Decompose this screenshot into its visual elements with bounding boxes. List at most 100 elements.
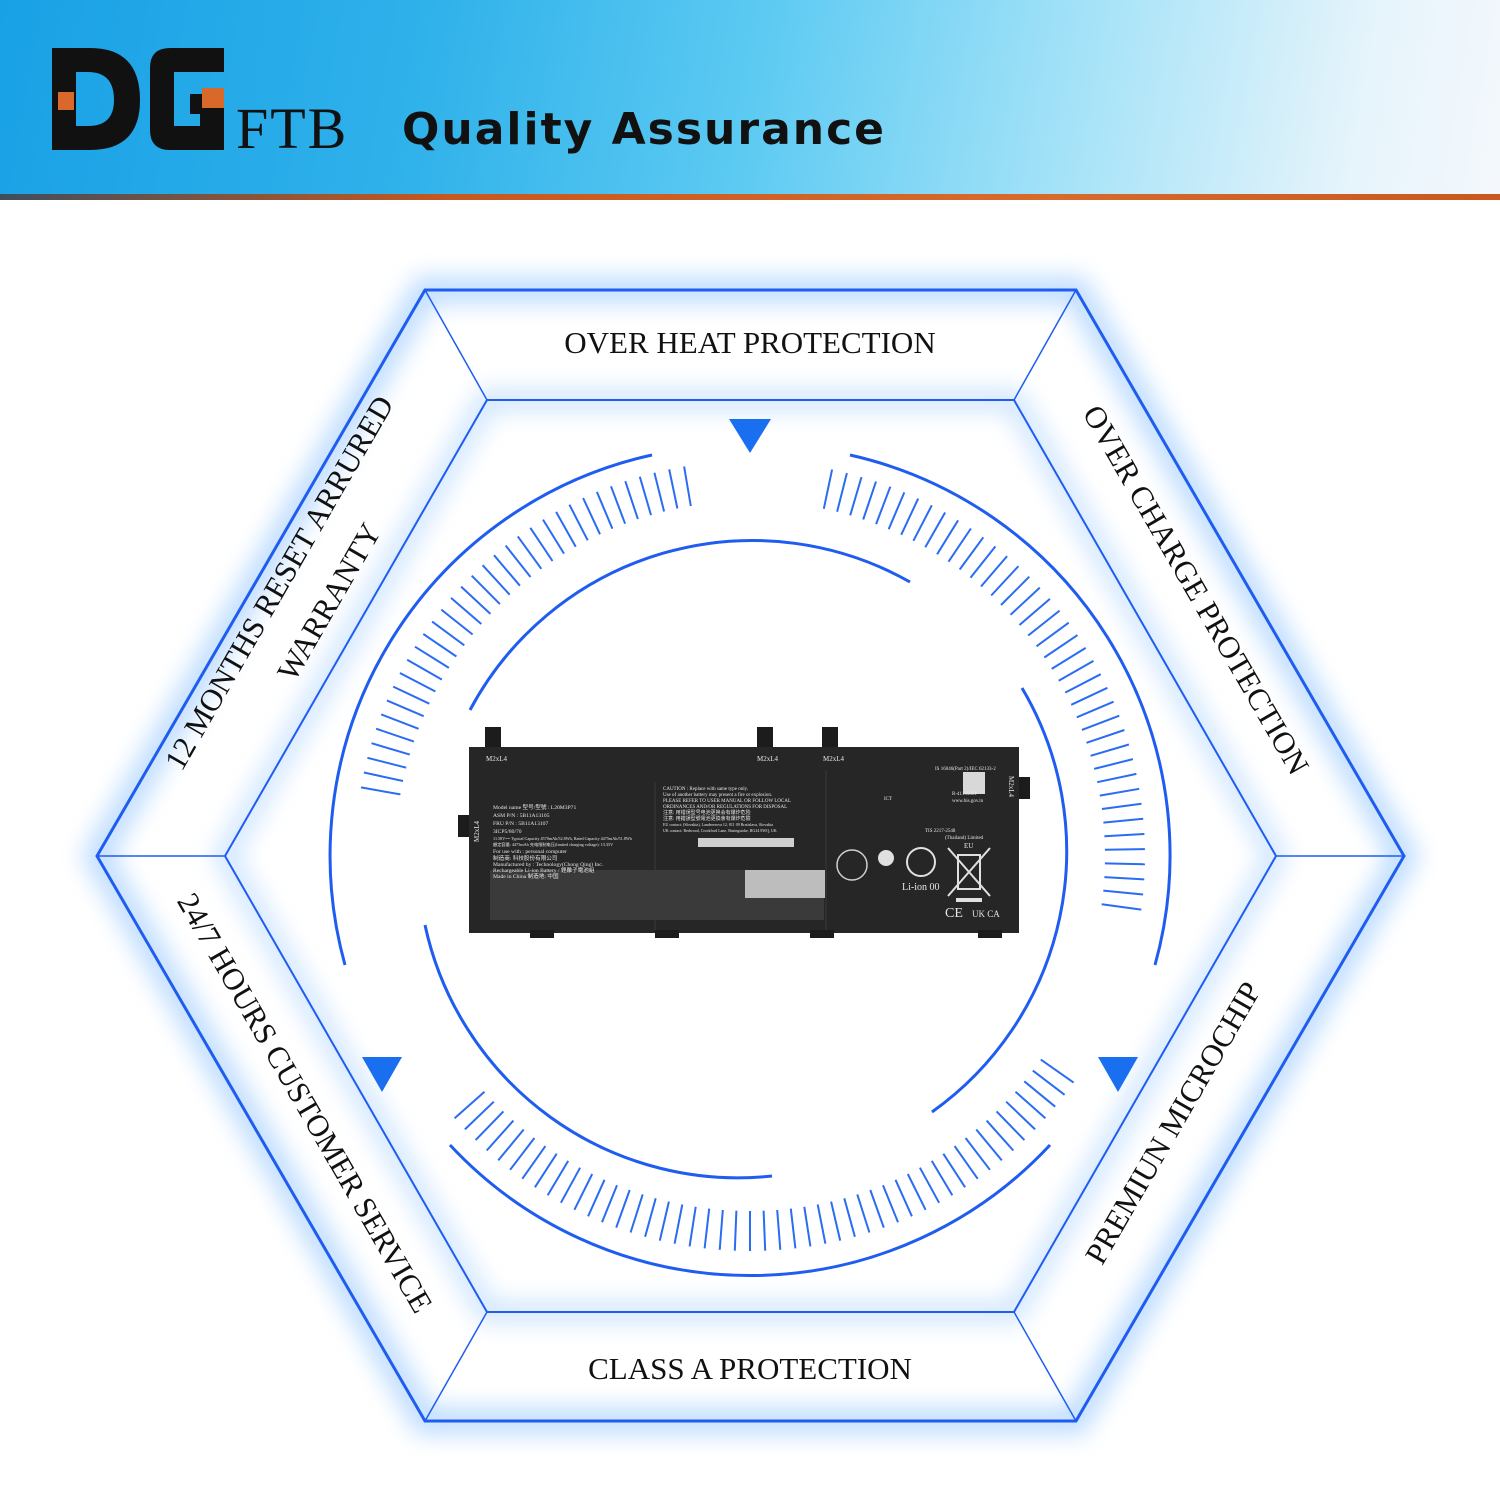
ring-tick xyxy=(995,1110,1026,1141)
ring-tick xyxy=(431,620,465,647)
ring-tick xyxy=(856,1194,871,1233)
ring-tick xyxy=(1076,700,1114,719)
outer-arc xyxy=(328,453,653,966)
ring-tick xyxy=(919,1167,940,1204)
ring-tick xyxy=(460,585,492,615)
hexagon-spoke xyxy=(1013,289,1077,401)
tagline: Quality Assurance xyxy=(402,104,887,155)
ring-tick xyxy=(414,645,450,669)
caution-line: 注意: 用錯誤型號電池更換會有爆炸危險 xyxy=(663,815,751,822)
ring-tick xyxy=(836,472,848,513)
down-triangle-icon xyxy=(362,1057,402,1092)
ring-tick xyxy=(534,1153,558,1188)
ict-label: ICT xyxy=(884,797,892,802)
ring-tick xyxy=(453,1090,486,1120)
ring-tick xyxy=(1035,621,1070,648)
ring-tick xyxy=(1000,575,1031,606)
ring-tick xyxy=(1032,1069,1066,1096)
ring-tick xyxy=(1093,758,1134,770)
ring-tick xyxy=(703,1208,711,1249)
ring-arcs xyxy=(328,453,1172,1278)
ring-tick xyxy=(947,527,972,563)
registration: R-41135881 xyxy=(952,792,977,797)
ring-tick xyxy=(733,1210,738,1251)
ring-tick xyxy=(942,1153,966,1188)
battery-tab xyxy=(1016,777,1030,799)
ring-tick xyxy=(924,512,946,548)
ring-tick xyxy=(900,498,920,536)
ring-tick xyxy=(1104,833,1145,838)
battery-tab xyxy=(822,727,838,749)
ring-tick xyxy=(1090,743,1130,757)
ring-tick xyxy=(1009,586,1041,616)
ring-tick xyxy=(504,544,532,578)
ring-tick xyxy=(560,1167,581,1204)
ring-tick xyxy=(615,1189,631,1228)
caution-line: 注意: 用错误型号电池更换会有爆炸危险 xyxy=(663,809,751,816)
screw-label: M2xL4 xyxy=(823,755,845,763)
use-line: For use with : personal computer xyxy=(493,849,567,855)
inner-arc xyxy=(468,539,911,711)
cell-line: 3ICP5/80/70 xyxy=(493,829,522,835)
capacity-line: 11.58V== Typical Capacity 4570mAh/52.8Wh… xyxy=(493,836,633,842)
screw-label: M2xL4 xyxy=(473,821,481,843)
caution-line: UK contact: Redwood, Crockford Lane, Bas… xyxy=(663,828,777,834)
ring-tick xyxy=(803,1206,812,1247)
caution-block: CAUTION : Replace with same type only. U… xyxy=(663,787,791,834)
ring-tick xyxy=(629,1194,644,1233)
ring-tick xyxy=(1096,772,1137,784)
feature-label-top: OVER HEAT PROTECTION xyxy=(564,325,935,360)
battery-foot xyxy=(530,930,554,938)
caution-line: PLEASE REFER TO USER MANUAL OR FOLLOW LO… xyxy=(663,799,791,804)
brand-logo: FTB xyxy=(52,48,348,153)
logo-letter-d xyxy=(52,48,140,150)
ring-tick xyxy=(440,608,474,636)
charge-line: 額定容量: 4475mAh 充电限制电压(limited charging vo… xyxy=(493,841,613,848)
header-divider xyxy=(0,194,1500,200)
ring-tick xyxy=(1005,1100,1036,1131)
down-triangle-icon xyxy=(1098,1057,1138,1092)
ring-tick xyxy=(1014,1090,1047,1120)
ring-tick xyxy=(1027,609,1061,637)
ring-tick xyxy=(529,527,554,562)
ring-tick xyxy=(912,504,933,542)
feature-label-bottom-left: 24/7 HOURS CUSTOMER SERVICE xyxy=(170,887,440,1319)
s-mark-icon xyxy=(878,850,894,866)
ring-tick xyxy=(360,786,401,796)
ring-tick xyxy=(1040,1058,1075,1084)
ring-tick xyxy=(587,1179,606,1217)
ring-tick xyxy=(392,685,430,705)
ring-tick xyxy=(1104,862,1145,866)
battery-foot xyxy=(978,930,1002,938)
qr-code xyxy=(963,772,985,794)
ce-label: CE xyxy=(945,906,963,921)
outer-arc xyxy=(849,453,1172,966)
ring-tick xyxy=(367,756,407,769)
logo-suffix: FTB xyxy=(236,96,348,153)
ring-tick xyxy=(509,1137,536,1171)
bin-bar xyxy=(956,898,982,902)
ring-tick xyxy=(894,1179,913,1217)
hexagon-frame xyxy=(81,277,1420,1434)
battery-foot xyxy=(655,930,679,938)
ring-tick xyxy=(1101,802,1142,810)
ring-tick xyxy=(975,1128,1003,1162)
tis-line: TIS 2217-2548 xyxy=(925,829,956,834)
hexagon-spoke xyxy=(424,289,488,401)
ring-tick xyxy=(668,469,679,509)
ring-tick xyxy=(936,519,959,555)
ring-tick xyxy=(464,1100,495,1131)
ring-tick xyxy=(882,1184,899,1223)
screw-label: M2xL4 xyxy=(1007,776,1015,798)
ukca-label: UK CA xyxy=(972,909,1000,919)
caution-line: Use of another battery may present a fir… xyxy=(663,793,772,798)
ring-tick xyxy=(658,1201,670,1241)
inner-arc xyxy=(423,924,773,1180)
ring-tick xyxy=(601,1184,618,1223)
ring-tick xyxy=(849,476,863,516)
logo-letter-g xyxy=(150,48,224,150)
inner-arc xyxy=(931,687,1069,1114)
model-line: Model name 型号/型號 : L20M3P71 xyxy=(493,803,576,811)
ring-tick xyxy=(363,771,404,782)
